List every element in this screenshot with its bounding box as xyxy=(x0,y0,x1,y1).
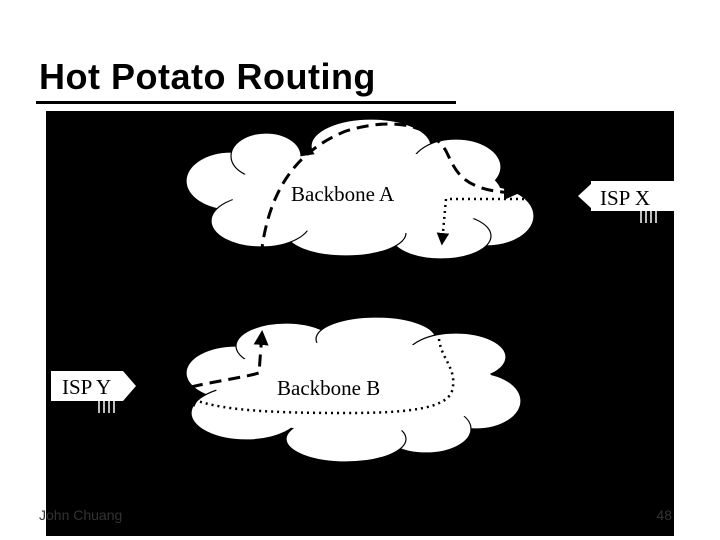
footer-author: John Chuang xyxy=(39,507,123,523)
backbone-b-cloud xyxy=(185,316,522,463)
isp-y-box: ISP Y xyxy=(51,371,136,413)
page-number: 48 xyxy=(656,507,672,523)
isp-x-label: ISP X xyxy=(600,186,650,210)
isp-y-label: ISP Y xyxy=(62,375,111,399)
backbone-a-label: Backbone A xyxy=(291,182,395,206)
route-b-dashed-arrow xyxy=(190,330,269,389)
backbone-a-cloud xyxy=(185,118,535,260)
title-underline xyxy=(36,101,456,104)
backbone-b-label: Backbone B xyxy=(277,376,380,400)
route-a-dotted-arrow xyxy=(436,197,524,246)
routing-diagram: Backbone A Backbone B ISP X ISP Y xyxy=(46,111,674,536)
isp-x-box: ISP X xyxy=(578,181,674,223)
slide-title: Hot Potato Routing xyxy=(39,56,376,97)
